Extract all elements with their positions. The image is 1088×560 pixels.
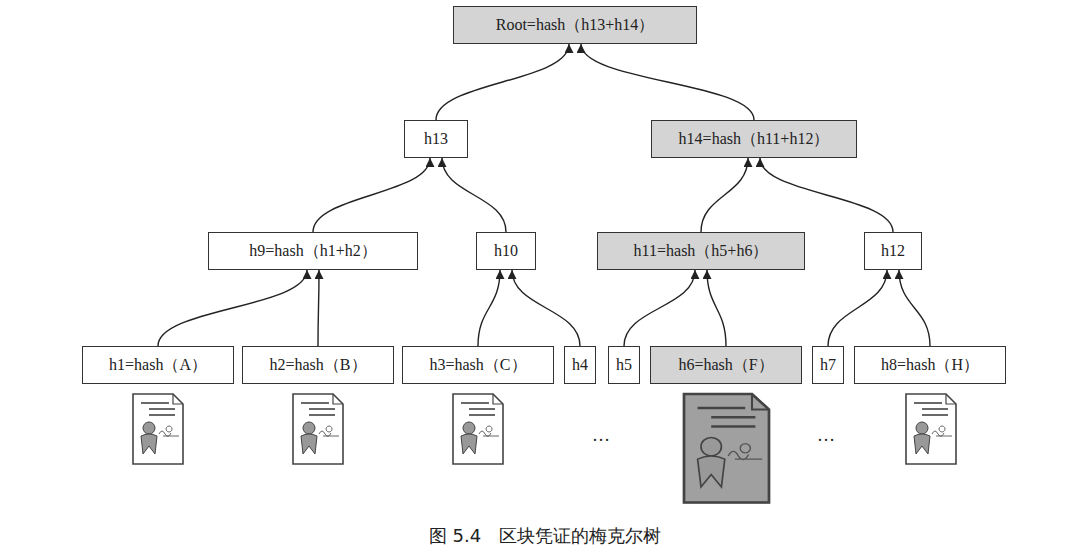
hash-box: h2=hash（B）	[242, 346, 394, 384]
hash-label: h2=hash（B）	[269, 355, 366, 376]
hash-connector	[707, 270, 726, 346]
hash-label: h8=hash（H）	[881, 355, 979, 376]
document-icon	[453, 394, 503, 464]
hash-connector	[899, 270, 930, 346]
hash-box: h3=hash（C）	[402, 346, 554, 384]
hash-connector	[581, 44, 754, 120]
hash-box: h7	[812, 346, 844, 384]
document-icon	[906, 394, 956, 464]
hash-connector	[478, 270, 500, 346]
hash-box: h12	[864, 232, 922, 270]
hash-box: Root=hash（h13+h14）	[453, 6, 697, 44]
hash-label: h11=hash（h5+h6）	[634, 241, 769, 262]
hash-connector	[158, 270, 307, 346]
document-icon	[293, 394, 343, 464]
ellipsis: …	[592, 425, 610, 446]
document-icon-highlighted	[684, 394, 769, 503]
hash-connector	[828, 270, 887, 346]
hash-label: h12	[881, 242, 905, 260]
hash-label: Root=hash（h13+h14）	[496, 15, 655, 36]
hash-connector	[318, 270, 319, 346]
figure-caption: 图 5.4 区块凭证的梅克尔树	[429, 524, 661, 548]
hash-label: h10	[494, 242, 518, 260]
hash-label: h1=hash（A）	[109, 355, 207, 376]
hash-box: h5	[608, 346, 640, 384]
hash-connector	[313, 158, 430, 232]
hash-label: h5	[616, 356, 632, 374]
hash-label: h13	[424, 130, 448, 148]
hash-label: h3=hash（C）	[429, 355, 526, 376]
hash-box: h6=hash（F）	[650, 346, 802, 384]
hash-connector	[512, 270, 580, 346]
hash-box: h9=hash（h1+h2）	[208, 232, 418, 270]
hash-box: h1=hash（A）	[82, 346, 234, 384]
hash-connector	[701, 158, 748, 232]
hash-box: h10	[476, 232, 536, 270]
ellipsis: …	[817, 425, 835, 446]
hash-label: h9=hash（h1+h2）	[249, 241, 376, 262]
hash-box: h11=hash（h5+h6）	[597, 232, 805, 270]
hash-connector	[442, 158, 506, 232]
hash-box: h13	[404, 120, 468, 158]
hash-box: h8=hash（H）	[854, 346, 1006, 384]
hash-label: h14=hash（h11+h12）	[679, 129, 830, 150]
hash-label: h4	[572, 356, 588, 374]
document-icon	[133, 394, 183, 464]
hash-connector	[624, 270, 695, 346]
hash-box: h4	[564, 346, 596, 384]
hash-label: h6=hash（F）	[678, 355, 773, 376]
hash-connector	[760, 158, 893, 232]
hash-label: h7	[820, 356, 836, 374]
hash-connector	[436, 44, 569, 120]
hash-box: h14=hash（h11+h12）	[651, 120, 857, 158]
